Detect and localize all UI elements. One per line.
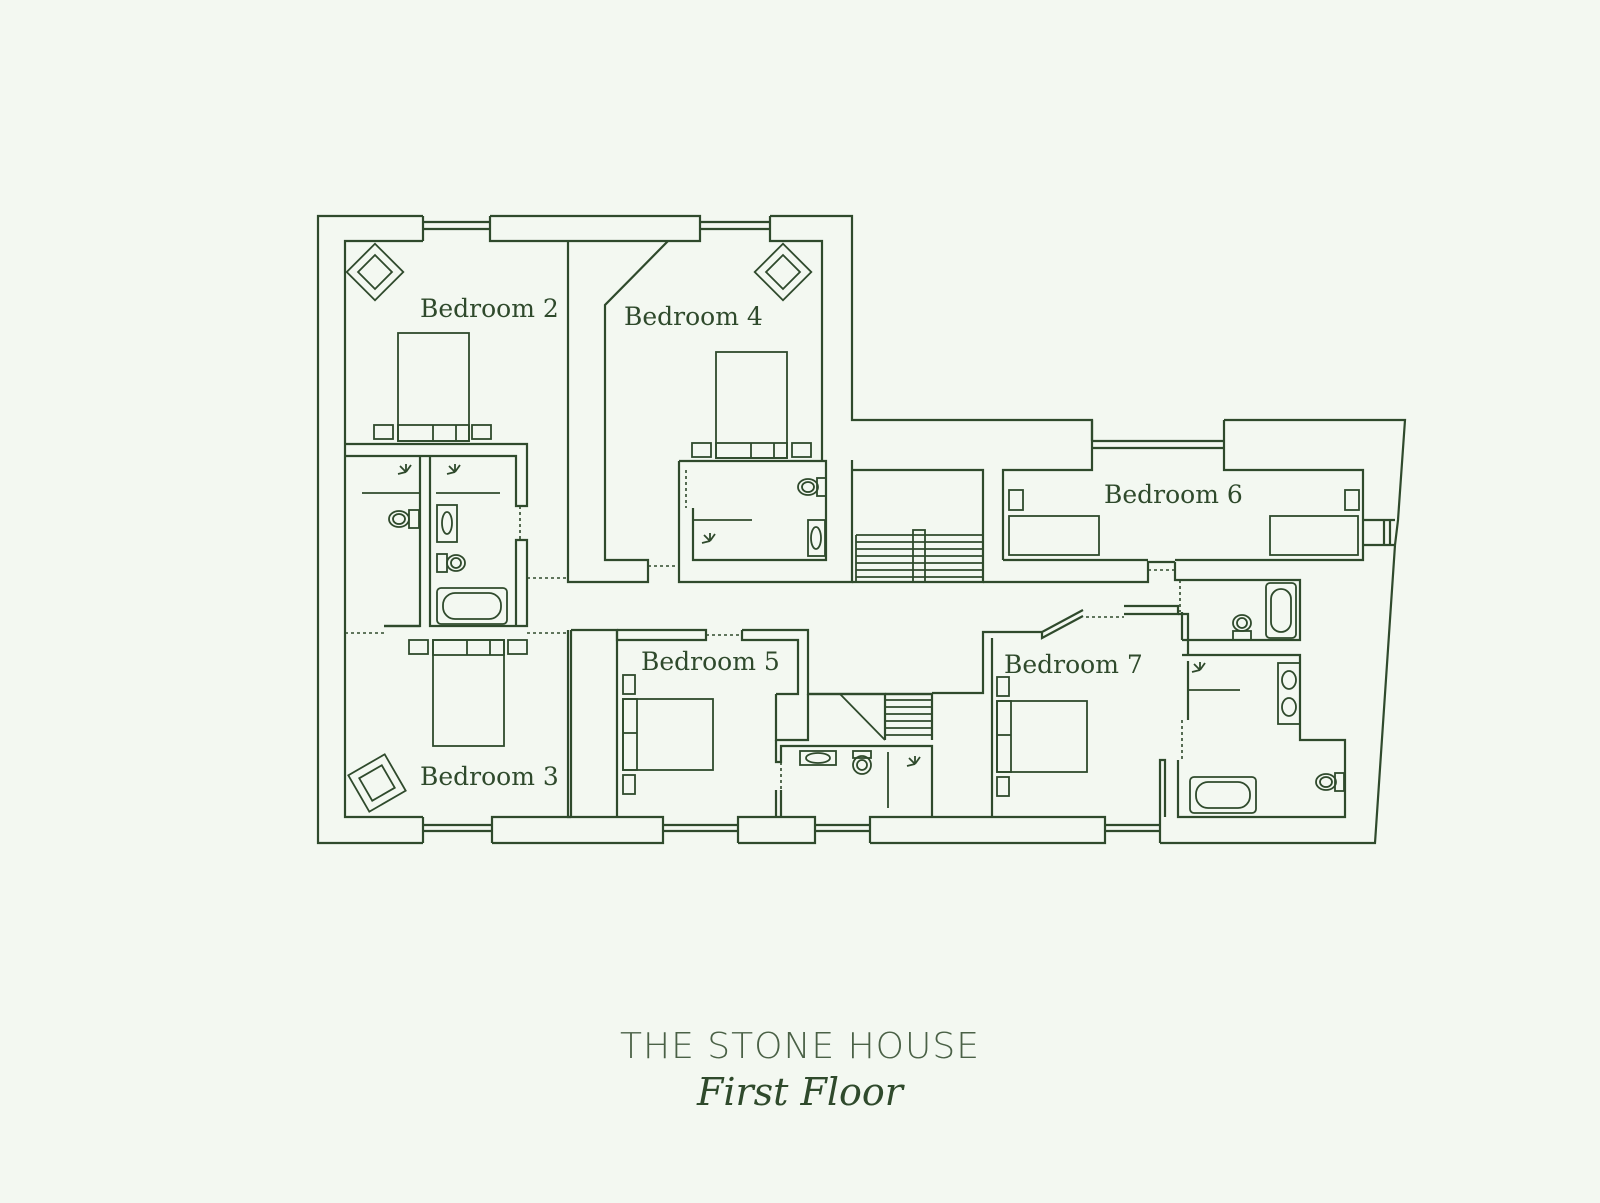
- bedroom-5-label: Bedroom 5: [641, 647, 780, 676]
- floor-name: First Floor: [697, 1070, 903, 1114]
- bedroom-7-label: Bedroom 7: [1004, 650, 1143, 679]
- bedroom-4-label: Bedroom 4: [624, 302, 763, 331]
- interior-walls: [345, 240, 1347, 819]
- stairs-main: [855, 529, 983, 583]
- furniture: [345, 242, 1360, 813]
- house-name: THE STONE HOUSE: [620, 1026, 980, 1067]
- bedroom-3-label: Bedroom 3: [420, 762, 559, 791]
- bedroom-2-label: Bedroom 2: [420, 294, 559, 323]
- outer-walls: [316, 214, 1407, 845]
- bathroom-fixtures: [362, 464, 1345, 814]
- bedroom-6-label: Bedroom 6: [1104, 480, 1243, 509]
